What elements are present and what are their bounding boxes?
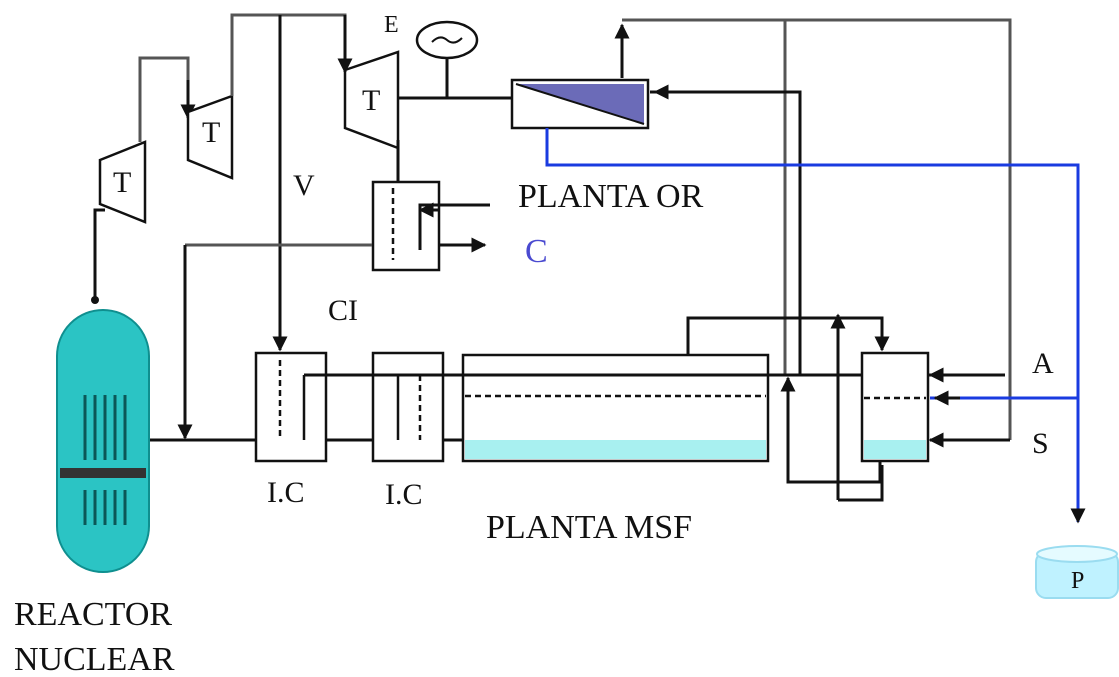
msf-plant xyxy=(461,353,770,463)
ic-1-label: I.C xyxy=(267,476,305,509)
reactor-label-line1: REACTOR xyxy=(14,596,172,633)
generator xyxy=(415,20,479,98)
c-label: C xyxy=(525,233,548,270)
planta-or-label: PLANTA OR xyxy=(518,178,704,215)
brine-heater xyxy=(860,351,930,463)
nuclear-reactor xyxy=(56,296,150,573)
heat-exchanger-2 xyxy=(371,351,445,463)
turbine-2-label: T xyxy=(202,116,220,149)
planta-msf-label: PLANTA MSF xyxy=(486,509,692,546)
condenser xyxy=(371,180,490,272)
turbine-1-label: T xyxy=(113,166,131,199)
turbine-2 xyxy=(186,13,347,180)
control-bar xyxy=(60,468,146,478)
reactor-label-line2: NUCLEAR xyxy=(14,641,175,677)
a-label: A xyxy=(1032,347,1054,380)
ro-membrane-unit xyxy=(510,78,650,130)
product-tank xyxy=(1035,545,1119,599)
ci-label: CI xyxy=(328,294,358,327)
s-label: S xyxy=(1032,427,1049,460)
turbine-3-label: T xyxy=(362,84,380,117)
heat-exchanger-1 xyxy=(254,351,328,463)
turbine-1 xyxy=(98,56,196,224)
ic-2-label: I.C xyxy=(385,478,423,511)
reactor-fuel-rods xyxy=(83,395,127,525)
p-label: P xyxy=(1071,568,1084,594)
steam-v-label: V xyxy=(293,169,315,202)
generator-e-label: E xyxy=(384,12,399,38)
